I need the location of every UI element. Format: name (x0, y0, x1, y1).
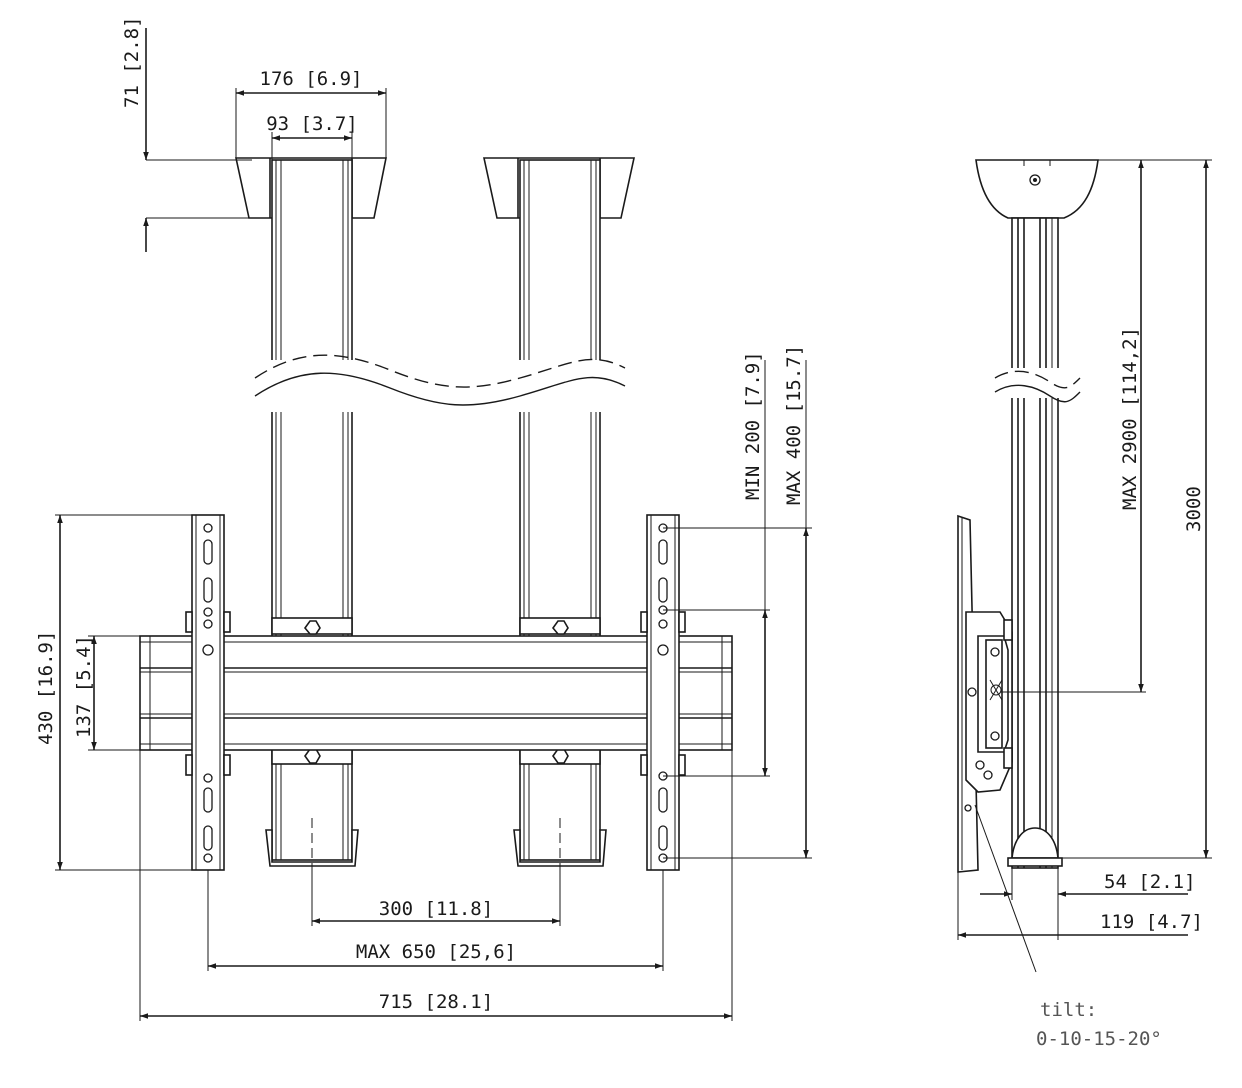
front-view: 71 [2.8] 176 [6.9] 93 [3.7] MIN 200 [7.9… (35, 16, 812, 1021)
dim-max-vesa: MAX 650 [25,6] (207, 870, 664, 971)
dim-top-height: 71 [2.8] (121, 16, 252, 252)
dim-rail-height-label: 137 [5.4] (73, 635, 95, 738)
dim-top-height-label: 71 [2.8] (121, 16, 143, 108)
dim-cap-width: 176 [6.9] (235, 68, 387, 158)
tilt-values: 0-10-15-20° (1036, 1028, 1162, 1050)
dim-max-offset: MAX 400 [15.7] (663, 345, 812, 859)
dim-column-depth-label: 54 [2.1] (1104, 871, 1196, 893)
dim-column-spacing: 300 [11.8] (311, 870, 561, 926)
dim-bracket-height: 430 [16.9] (35, 514, 192, 871)
side-foot (1007, 827, 1063, 867)
dim-rail-height: 137 [5.4] (73, 635, 140, 751)
vesa-bracket-right (640, 514, 686, 871)
dim-column-width: 93 [3.7] (266, 113, 358, 160)
side-column (1011, 217, 1059, 869)
dim-min-offset-label: MIN 200 [7.9] (742, 351, 764, 500)
tilt-label: tilt: (1040, 999, 1097, 1021)
dim-max-drop-label: MAX 2900 [114,2] (1119, 327, 1141, 510)
dim-max-drop: MAX 2900 [114,2] (1000, 159, 1146, 693)
side-break-lines (994, 368, 1081, 403)
side-view: MAX 2900 [114,2] 3000 54 [2.1] 119 [4.7]… (957, 159, 1212, 1050)
dim-total-height: 3000 (1062, 159, 1212, 859)
dim-cap-width-label: 176 [6.9] (260, 68, 363, 90)
vesa-bracket-left (185, 514, 231, 871)
dim-bracket-height-label: 430 [16.9] (35, 631, 57, 745)
break-lines (254, 354, 626, 412)
dim-min-offset: MIN 200 [7.9] (663, 351, 770, 777)
horizontal-rail (139, 635, 733, 751)
dim-total-depth-label: 119 [4.7] (1100, 911, 1203, 933)
dim-max-vesa-label: MAX 650 [25,6] (356, 941, 516, 963)
side-ceiling-cap (975, 159, 1099, 219)
dim-total-height-label: 3000 (1183, 486, 1205, 532)
dim-max-offset-label: MAX 400 [15.7] (783, 345, 805, 505)
dim-column-width-label: 93 [3.7] (266, 113, 358, 135)
column-feet (265, 818, 607, 870)
column-clamps (271, 617, 601, 765)
tilt-leader-line (974, 804, 1037, 973)
dim-rail-width-label: 715 [28.1] (379, 991, 493, 1013)
dim-column-depth: 54 [2.1] (980, 866, 1196, 900)
dim-rail-width: 715 [28.1] (139, 750, 733, 1021)
dim-total-depth: 119 [4.7] (957, 872, 1203, 940)
dim-column-spacing-label: 300 [11.8] (379, 898, 493, 920)
side-tilt-mechanism (964, 611, 1013, 812)
